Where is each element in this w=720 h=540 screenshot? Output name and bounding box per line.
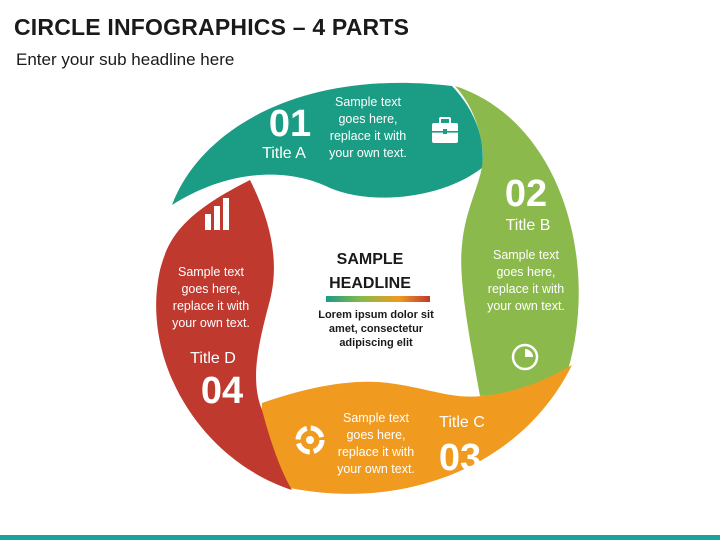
gradient-bar <box>326 296 430 302</box>
part-04-text-3: replace it with <box>173 299 249 313</box>
part-01-text-1: Sample text <box>335 95 402 109</box>
part-03-title: Title C <box>439 414 485 431</box>
part-01-text-4: your own text. <box>329 146 407 160</box>
bottom-accent-bar <box>0 535 720 540</box>
part-04-number: 04 <box>201 370 243 412</box>
segment-02 <box>455 86 579 396</box>
center-body-3: adipiscing elit <box>339 337 413 349</box>
center-body-2: amet, consectetur <box>329 323 424 335</box>
part-04-title: Title D <box>190 350 236 367</box>
part-01-title: Title A <box>262 145 306 162</box>
part-03-text-2: goes here, <box>346 428 405 442</box>
part-02-text-3: replace it with <box>488 282 564 296</box>
page-subtitle: Enter your sub headline here <box>16 50 235 69</box>
part-01-text-3: replace it with <box>330 129 406 143</box>
segment-04 <box>156 180 292 490</box>
center-headline-2: HEADLINE <box>329 275 411 292</box>
part-01-text-2: goes here, <box>338 112 397 126</box>
pie-chart-icon <box>511 343 539 371</box>
segment-03 <box>261 365 572 494</box>
bar-chart-icon <box>205 198 229 230</box>
page-title: CIRCLE INFOGRAPHICS – 4 PARTS <box>14 14 410 40</box>
part-02-text-4: your own text. <box>487 299 565 313</box>
segment-01 <box>172 82 483 205</box>
part-03-text-3: replace it with <box>338 445 414 459</box>
part-02-text-1: Sample text <box>493 248 560 262</box>
center-headline-1: SAMPLE <box>337 251 404 268</box>
part-01-number: 01 <box>269 103 311 145</box>
cycle-icon <box>295 425 325 455</box>
part-02-text-2: goes here, <box>496 265 555 279</box>
part-03-number: 03 <box>439 437 481 479</box>
part-04-text-4: your own text. <box>172 316 250 330</box>
part-02-title: Title B <box>506 217 551 234</box>
part-04-text-2: goes here, <box>181 282 240 296</box>
briefcase-icon <box>432 117 458 143</box>
center-body-1: Lorem ipsum dolor sit <box>318 309 434 321</box>
part-02-number: 02 <box>505 173 547 215</box>
part-03-text-1: Sample text <box>343 411 410 425</box>
part-03-text-4: your own text. <box>337 462 415 476</box>
part-04-text-1: Sample text <box>178 265 245 279</box>
